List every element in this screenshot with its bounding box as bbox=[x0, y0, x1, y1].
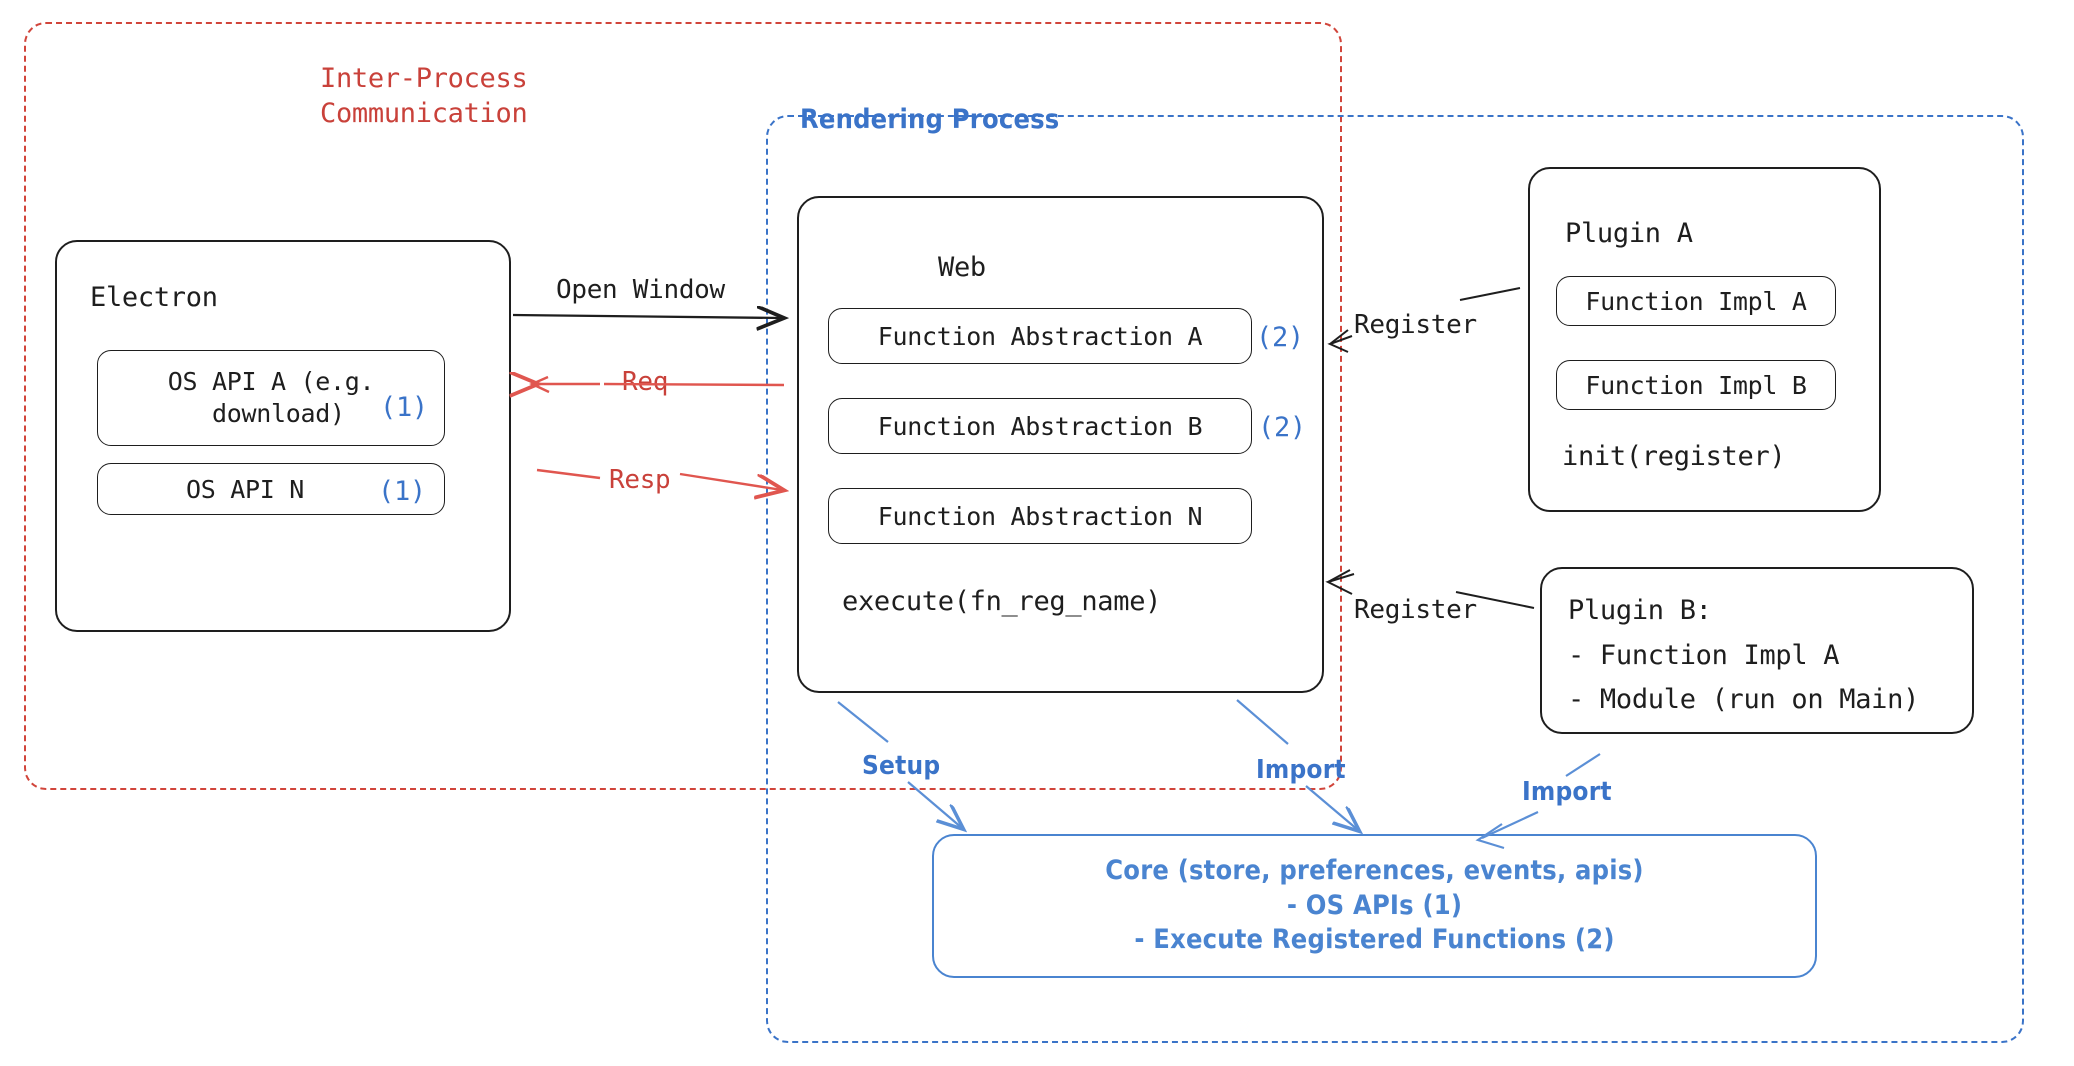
function-abstraction-a-box[interactable]: Function Abstraction A bbox=[828, 308, 1252, 364]
edge-label-req: Req bbox=[622, 367, 669, 397]
label-inter-process-communication: Inter-Process Communication bbox=[320, 63, 528, 129]
function-impl-a-box[interactable]: Function Impl A bbox=[1556, 276, 1836, 326]
web-box[interactable] bbox=[797, 196, 1324, 693]
web-execute-label: execute(fn_reg_name) bbox=[842, 586, 1162, 617]
plugin-a-box[interactable] bbox=[1528, 167, 1881, 512]
function-abstraction-a-marker: (2) bbox=[1256, 322, 1304, 353]
edge-label-resp: Resp bbox=[609, 465, 671, 495]
web-label: Web bbox=[938, 252, 986, 283]
function-abstraction-n-label: Function Abstraction N bbox=[877, 501, 1203, 531]
function-abstraction-b-label: Function Abstraction B bbox=[877, 411, 1203, 441]
os-api-n-box[interactable]: OS API N bbox=[97, 463, 445, 515]
group-rendering-process bbox=[766, 115, 2024, 1043]
core-line-main: Core (store, preferences, events, apis) bbox=[1105, 855, 1644, 887]
function-impl-b-box[interactable]: Function Impl B bbox=[1556, 360, 1836, 410]
core-line-execute: - Execute Registered Functions (2) bbox=[1134, 924, 1615, 956]
plugin-b-line-module: - Module (run on Main) bbox=[1568, 684, 1920, 715]
group-inter-process-communication bbox=[24, 22, 1342, 790]
function-abstraction-a-label: Function Abstraction A bbox=[877, 321, 1203, 351]
plugin-a-label: Plugin A bbox=[1565, 218, 1693, 249]
core-box[interactable]: Core (store, preferences, events, apis) … bbox=[932, 834, 1817, 978]
plugin-b-line-impl: - Function Impl A bbox=[1568, 640, 1840, 671]
function-impl-a-label: Function Impl A bbox=[1585, 286, 1807, 316]
core-line-os-apis: - OS APIs (1) bbox=[1286, 889, 1463, 921]
edge-label-setup: Setup bbox=[862, 751, 941, 781]
plugin-b-title-label: Plugin B: bbox=[1568, 595, 1712, 626]
function-abstraction-b-marker: (2) bbox=[1258, 412, 1306, 443]
edge-label-register-plugin-b: Register bbox=[1354, 595, 1477, 625]
os-api-a-marker: (1) bbox=[380, 392, 428, 423]
edge-label-import-plugin-b: Import bbox=[1522, 777, 1612, 807]
function-impl-b-label: Function Impl B bbox=[1585, 370, 1807, 400]
os-api-n-marker: (1) bbox=[378, 476, 426, 507]
edge-label-import-web: Import bbox=[1256, 755, 1346, 785]
function-abstraction-b-box[interactable]: Function Abstraction B bbox=[828, 398, 1252, 454]
os-api-a-box[interactable]: OS API A (e.g. download) bbox=[97, 350, 445, 446]
electron-label: Electron bbox=[90, 282, 218, 313]
plugin-b-box[interactable] bbox=[1540, 567, 1974, 734]
edge-label-open-window: Open Window bbox=[556, 275, 725, 305]
label-rendering-process: Rendering Process bbox=[800, 104, 1060, 135]
os-api-a-label: OS API A (e.g. download) bbox=[167, 366, 375, 429]
plugin-a-init-label: init(register) bbox=[1562, 441, 1786, 472]
edge-label-register-plugin-a: Register bbox=[1354, 310, 1477, 340]
electron-box[interactable] bbox=[55, 240, 511, 632]
os-api-n-label: OS API N bbox=[185, 474, 304, 504]
function-abstraction-n-box[interactable]: Function Abstraction N bbox=[828, 488, 1252, 544]
